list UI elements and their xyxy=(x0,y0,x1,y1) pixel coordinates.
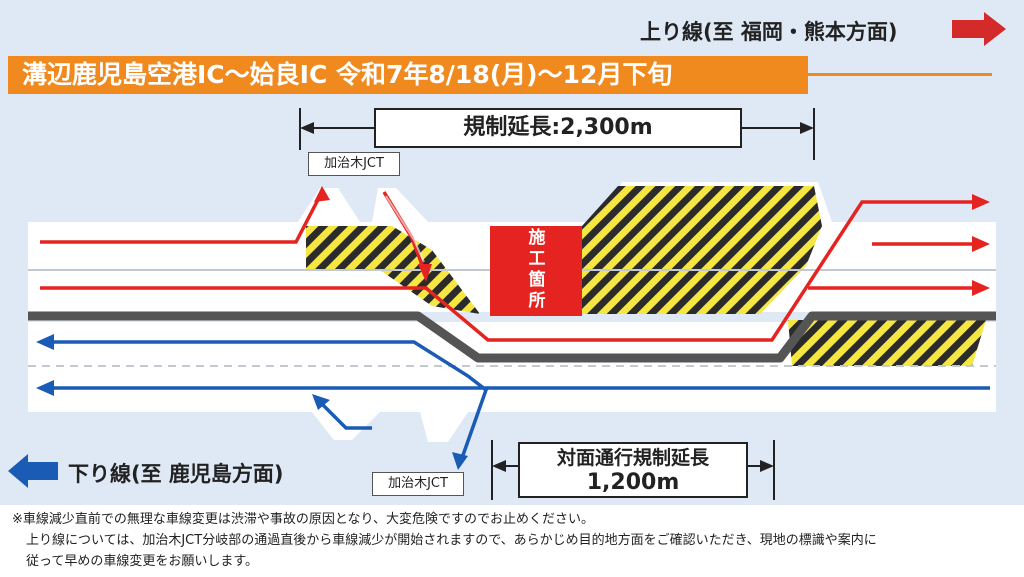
up-direction-label: 上り線(至 福岡・熊本方面) xyxy=(640,20,898,44)
jct-label-lower: 加治木JCT xyxy=(372,472,464,496)
two-way-length-value: 1,200m xyxy=(586,470,680,495)
note-warning: ※車線減少直前での無理な車線変更は渋滞や事故の原因となり、大変危険ですのでお止め… xyxy=(12,512,594,527)
median-barrier xyxy=(28,311,996,363)
construction-site-block xyxy=(490,226,582,316)
title-band xyxy=(8,56,808,94)
note-up-line: 上り線については、加治木JCT分岐部の通過直後から車線減少が開始されますので、あ… xyxy=(26,533,877,548)
two-way-length-title: 対面通行規制延長 xyxy=(556,447,709,469)
construction-site-label: 施 工 箇 所 xyxy=(528,228,546,311)
jct-label-upper: 加治木JCT xyxy=(308,152,400,176)
hatched-area-lower-right xyxy=(788,320,986,366)
two-way-length-box: 対面通行規制延長 1,200m xyxy=(518,442,748,498)
up-direction-arrow xyxy=(952,12,1006,46)
down-direction-label: 下り線(至 鹿児島方面) xyxy=(68,462,284,486)
regulation-length-dimension xyxy=(299,108,815,160)
title-band-line xyxy=(800,73,992,76)
road-lower xyxy=(28,322,996,442)
hatched-area-right xyxy=(582,186,822,314)
regulation-length-label: 規制延長:2,300m xyxy=(374,108,742,148)
down-lane-flows xyxy=(52,340,990,459)
notes: ※車線減少直前での無理な車線変更は渋滞や事故の原因となり、大変危険ですのでお止め… xyxy=(12,509,877,572)
note-up-line-continued: 従って早めの車線変更をお願いします。 xyxy=(26,554,259,569)
regulation-title: 溝辺鹿児島空港IC～姶良IC 令和7年8/18(月)～12月下旬 xyxy=(22,60,673,89)
down-direction-arrow xyxy=(8,454,58,488)
